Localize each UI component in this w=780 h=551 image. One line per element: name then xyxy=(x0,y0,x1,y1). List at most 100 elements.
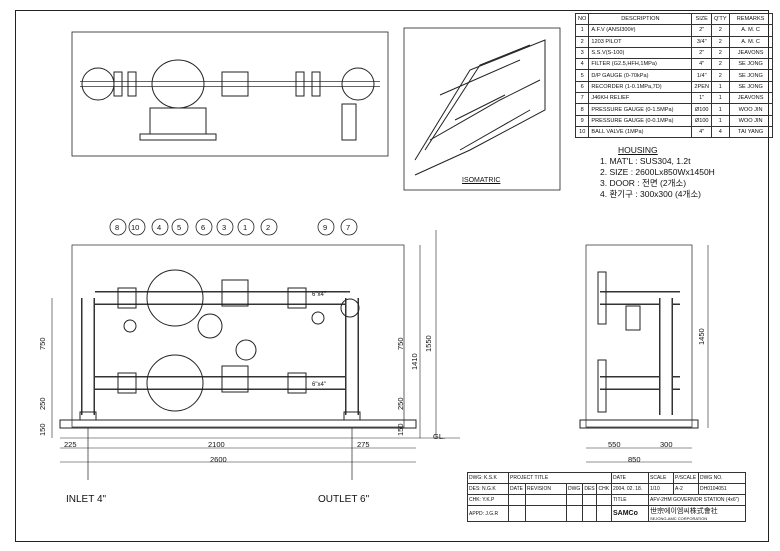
bom-qty: 1 xyxy=(711,92,730,105)
side-view xyxy=(579,244,709,463)
bom-qty: 2 xyxy=(711,46,730,60)
dim-right-250: 250 xyxy=(396,397,405,410)
bom-size: Ø100 xyxy=(691,103,713,116)
bom-description: 1203 PILOT xyxy=(588,35,693,48)
tb-title-header: TITLE xyxy=(611,494,649,506)
gl-label: GL. xyxy=(433,432,446,441)
balloon-circles xyxy=(109,218,358,236)
balloon-label: 9 xyxy=(323,223,328,232)
title-block: DWG: K.S.K PROJECT TITLE DATE SCALE P/SC… xyxy=(467,472,746,522)
bom-col-no: NO xyxy=(574,12,590,26)
dim-side-550: 550 xyxy=(608,440,621,449)
tb-chk: CHK: Y.K.P xyxy=(467,494,509,506)
bom-no: 8 xyxy=(574,103,590,116)
housing-line: 4. 환기구 : 300x300 (4개소) xyxy=(600,189,701,199)
bom-size: 4" xyxy=(691,125,713,139)
balloon-label: 5 xyxy=(177,223,182,232)
bom-header: NO DESCRIPTION SIZE Q'TY REMARKS xyxy=(574,12,773,26)
bom-col-size: SIZE xyxy=(691,12,713,26)
bom-no: 10 xyxy=(574,125,590,139)
bom-description: PRESSURE GAUGE (0-1.5MPa) xyxy=(588,103,693,116)
tb-company: 世宗에이엠씨株式會社 xyxy=(650,508,718,515)
bom-no: 1 xyxy=(574,24,590,37)
tb-col-date: DATE xyxy=(507,483,527,495)
bom-description: RECORDER (1-0.1MPa,7D) xyxy=(588,80,693,94)
tb-company-cell: 世宗에이엠씨株式會社 SEJONG-AMC CORPORATION xyxy=(648,505,746,522)
bom-size: 1" xyxy=(691,92,713,105)
bom-description: A.F.V (ANSI300#) xyxy=(588,24,693,37)
bom-description: PRESSURE GAUGE (0-0.1MPa) xyxy=(588,114,693,127)
tb-dwg: DWG: K.S.K xyxy=(467,472,509,484)
bom-remarks: JEAVONS xyxy=(728,46,773,60)
dim-right-1410: 1410 xyxy=(410,353,419,370)
bom-remarks: WOO JIN xyxy=(728,114,773,127)
front-elevation xyxy=(51,230,460,480)
bom-no: 7 xyxy=(574,92,590,105)
housing-title: HOUSING xyxy=(618,145,658,155)
tb-col-revision: REVISION xyxy=(525,483,568,495)
bom-size: 2PEN xyxy=(691,80,713,94)
balloon-label: 2 xyxy=(266,223,271,232)
bom-col-qty: Q'TY xyxy=(711,12,730,26)
tb-dwgno-header: DWG NO. xyxy=(698,472,746,484)
dim-side-300: 300 xyxy=(660,440,673,449)
tb-psize-header: P/SCALE xyxy=(673,472,699,484)
tb-logo: SAMCo xyxy=(611,505,649,522)
bom-qty: 2 xyxy=(711,24,730,37)
bom-remarks: WOO JIN xyxy=(728,103,773,116)
balloon-label: 8 xyxy=(115,223,120,232)
dim-overall: 2600 xyxy=(210,455,227,464)
tb-col-chk: CHK xyxy=(596,483,612,495)
bom-qty: 2 xyxy=(711,69,730,82)
tb-project-title: PROJECT TITLE xyxy=(508,472,612,484)
bom-col-remarks: REMARKS xyxy=(728,12,773,26)
bom-no: 2 xyxy=(574,35,590,48)
balloon-label: 10 xyxy=(131,223,140,232)
bom-remarks: SE JONG xyxy=(728,80,773,94)
dim-bottom-275: 275 xyxy=(357,440,370,449)
isometric-view xyxy=(403,27,561,191)
balloon-label: 6 xyxy=(201,223,206,232)
plan-view xyxy=(71,31,389,157)
dim-side-overall: 850 xyxy=(628,455,641,464)
bom-size: 1/4" xyxy=(691,69,713,82)
dim-left-150: 150 xyxy=(38,423,47,436)
bom-col-description: DESCRIPTION xyxy=(588,12,693,26)
outlet-label: OUTLET 6" xyxy=(318,494,370,505)
tb-scale-header: SCALE xyxy=(648,472,674,484)
bom-qty: 2 xyxy=(711,35,730,48)
housing-notes: HOUSING 1. MAT'L : SUS304, 1.2t 2. SIZE … xyxy=(600,145,715,200)
housing-line: 2. SIZE : 2600Lx850Wx1450H xyxy=(600,167,715,177)
tb-company-en: SEJONG-AMC CORPORATION xyxy=(650,516,708,521)
dim-right-1550: 1550 xyxy=(424,335,433,352)
balloon-label: 7 xyxy=(346,223,351,232)
tb-date: 2004. 02. 18. xyxy=(611,483,649,495)
dim-bottom-225: 225 xyxy=(64,440,77,449)
pipe-size-tag: 6"x4" xyxy=(312,382,326,388)
isometric-label: ISOMATRIC xyxy=(462,177,501,184)
tb-title: AFV-2HM GOVERNOR STATION (4x6") xyxy=(648,494,746,506)
bom-size: 4" xyxy=(691,58,713,71)
tb-col-des: DES xyxy=(582,483,598,495)
bom-no: 5 xyxy=(574,69,590,82)
bom-qty: 4 xyxy=(711,125,730,139)
bom-no: 4 xyxy=(574,58,590,71)
pipe-size-tag: 6"x4" xyxy=(312,292,326,298)
bom-description: FILTER (G2.5,HFH,1MPa) xyxy=(588,58,693,71)
bom-qty: 1 xyxy=(711,114,730,127)
bom-no: 9 xyxy=(574,114,590,127)
dim-right-750: 750 xyxy=(396,337,405,350)
dim-side-1450: 1450 xyxy=(697,328,706,345)
balloon-label: 1 xyxy=(243,223,248,232)
tb-col-dwg: DWG xyxy=(566,483,584,495)
dim-bottom-2100: 2100 xyxy=(208,440,225,449)
bom-description: BALL VALVE (1MPa) xyxy=(588,125,693,139)
